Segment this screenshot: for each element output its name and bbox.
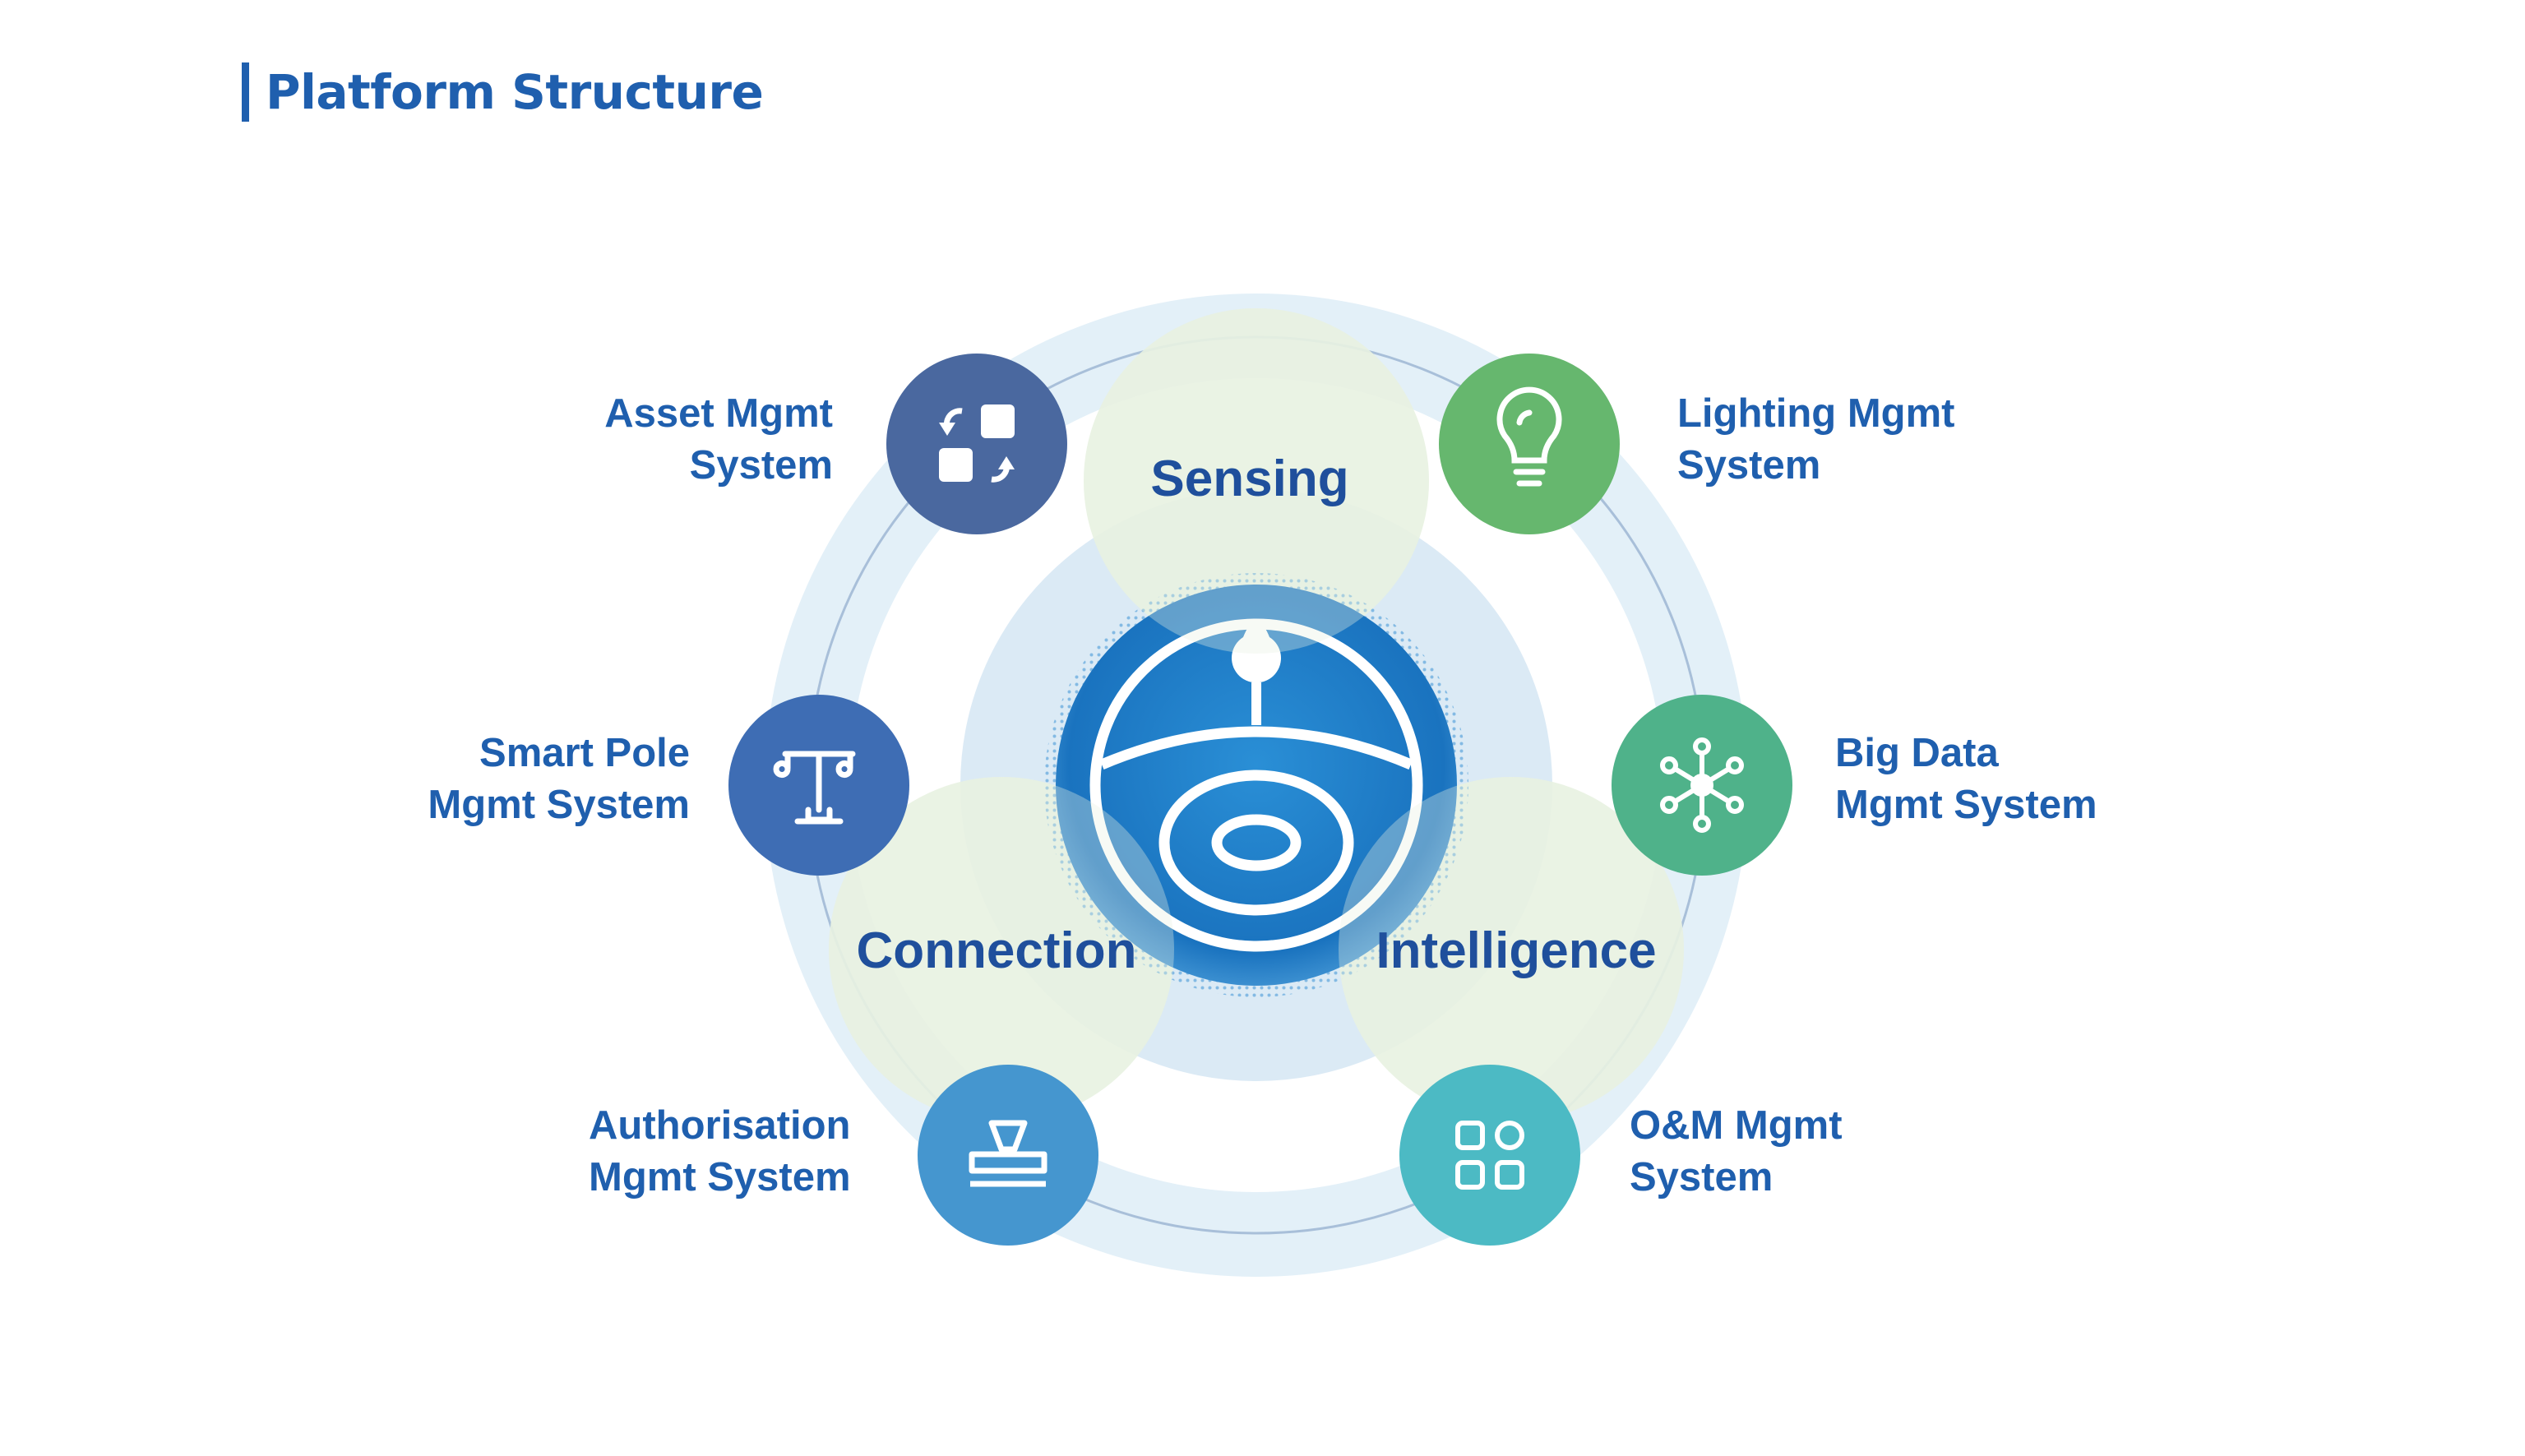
sensing-overlay	[1084, 308, 1429, 654]
smart-pole-label-line1: Smart Pole	[479, 731, 690, 775]
swap-squares-icon	[939, 404, 1015, 483]
logo-arc	[1099, 726, 1413, 770]
om-mgmt-label: O&M Mgmt System	[1630, 1100, 2057, 1204]
label-sensing: Sensing	[1150, 451, 1348, 507]
lighting-mgmt-label-line2: System	[1677, 443, 1821, 488]
connection-overlay	[829, 777, 1174, 1122]
lightbulb-icon	[1496, 386, 1562, 487]
asset-mgmt-label-line2: System	[689, 443, 833, 488]
authorisation-mgmt-label-line1: Authorisation	[589, 1103, 851, 1148]
smart-pole-label: Smart Pole Mgmt System	[262, 728, 690, 831]
big-data-node[interactable]	[1612, 695, 1792, 876]
logo-core	[1056, 585, 1457, 986]
lighting-mgmt-label: Lighting Mgmt System	[1677, 388, 2105, 492]
street-pole-icon	[773, 751, 856, 825]
page-header: Platform Structure	[242, 62, 764, 122]
om-mgmt-label-line1: O&M Mgmt	[1630, 1103, 1843, 1148]
authorisation-mgmt-label: Authorisation Mgmt System	[589, 1100, 1016, 1204]
logo-eye-inner	[1211, 814, 1302, 871]
label-intelligence: Intelligence	[1376, 922, 1656, 979]
asset-mgmt-label-line1: Asset Mgmt	[604, 391, 833, 436]
big-data-label-line2: Mgmt System	[1835, 783, 2097, 827]
lighting-mgmt-label-line1: Lighting Mgmt	[1677, 391, 1955, 436]
title-accent-bar	[242, 62, 249, 122]
stamp-icon	[969, 1120, 1047, 1187]
intelligence-overlay	[1339, 777, 1684, 1122]
page-title: Platform Structure	[266, 64, 764, 120]
sensing-disc	[1084, 308, 1429, 654]
authorisation-mgmt-node[interactable]	[918, 1065, 1098, 1246]
lighting-mgmt-node[interactable]	[1439, 354, 1620, 534]
asset-mgmt-label: Asset Mgmt System	[405, 388, 833, 492]
logo-eye-outer	[1158, 770, 1354, 916]
center-logo	[1044, 573, 1468, 997]
authorisation-mgmt-label-line2: Mgmt System	[589, 1155, 851, 1199]
smart-pole-label-line2: Mgmt System	[428, 783, 690, 827]
network-nodes-icon	[1660, 737, 1744, 833]
smart-pole-node[interactable]	[728, 695, 909, 876]
label-connection: Connection	[857, 922, 1137, 979]
om-mgmt-node[interactable]	[1399, 1065, 1580, 1246]
big-data-label: Big Data Mgmt System	[1835, 728, 2263, 831]
om-mgmt-label-line2: System	[1630, 1155, 1774, 1199]
logo-drop	[1232, 621, 1281, 683]
app-grid-icon	[1455, 1121, 1524, 1190]
asset-mgmt-node[interactable]	[886, 354, 1067, 534]
big-data-label-line1: Big Data	[1835, 731, 1999, 775]
